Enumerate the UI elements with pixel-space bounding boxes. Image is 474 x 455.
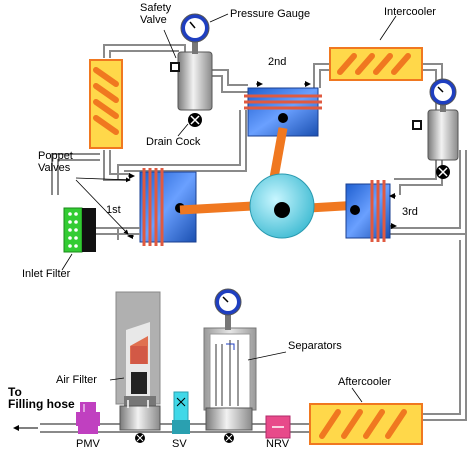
third-stage-cylinder bbox=[345, 180, 397, 242]
sv-valve bbox=[172, 391, 190, 434]
left-cooler bbox=[89, 59, 123, 149]
nrv-label: NRV bbox=[266, 438, 290, 450]
poppet-valves-label-line2: Valves bbox=[38, 162, 71, 174]
poppet-valves-label: Poppet Valves bbox=[38, 150, 73, 174]
air-filter bbox=[115, 291, 161, 443]
pressure-gauge-leader bbox=[209, 13, 229, 23]
aftercooler-leader bbox=[351, 387, 363, 403]
pmv-label: PMV bbox=[76, 438, 100, 450]
inlet-filter bbox=[63, 207, 140, 253]
separators-leader bbox=[247, 351, 287, 361]
nrv-valve bbox=[265, 415, 291, 439]
safety-valve-leader bbox=[163, 29, 177, 59]
intercooler-leader bbox=[379, 15, 397, 41]
pmv-valve bbox=[76, 402, 100, 434]
drain-cock-leader bbox=[177, 123, 189, 137]
separators bbox=[203, 288, 257, 443]
stage-1st-label: 1st bbox=[106, 204, 121, 216]
aftercooler-label: Aftercooler bbox=[338, 376, 392, 388]
safety-valve-label: Safety Valve bbox=[140, 2, 171, 26]
stage-3rd-label: 3rd bbox=[402, 206, 418, 218]
poppet-valve-leaders bbox=[75, 177, 131, 235]
intercooler bbox=[329, 47, 423, 81]
crank-mechanism bbox=[179, 127, 361, 239]
sv-label: SV bbox=[172, 438, 187, 450]
inlet-filter-leader bbox=[61, 253, 73, 271]
second-separator bbox=[412, 78, 459, 179]
to-filling-hose-line2: Filling hose bbox=[8, 397, 75, 411]
stage-2nd-label: 2nd bbox=[268, 56, 287, 68]
first-separator bbox=[170, 13, 213, 127]
drain-cock-label: Drain Cock bbox=[146, 136, 201, 148]
to-filling-hose-line1: To bbox=[8, 385, 22, 399]
intercooler-label: Intercooler bbox=[384, 6, 436, 18]
to-filling-hose-label: To Filling hose bbox=[8, 386, 75, 410]
air-filter-leader bbox=[109, 377, 125, 381]
pressure-gauge-label: Pressure Gauge bbox=[230, 8, 311, 20]
poppet-valves-label-line1: Poppet bbox=[38, 150, 73, 162]
second-stage-cylinder bbox=[244, 81, 322, 137]
aftercooler bbox=[309, 403, 423, 445]
inlet-filter-label: Inlet Filter bbox=[22, 268, 71, 280]
safety-valve-label-line2: Valve bbox=[140, 14, 167, 26]
air-filter-label: Air Filter bbox=[56, 374, 97, 386]
separators-label: Separators bbox=[288, 340, 342, 352]
safety-valve-label-line1: Safety bbox=[140, 2, 172, 14]
